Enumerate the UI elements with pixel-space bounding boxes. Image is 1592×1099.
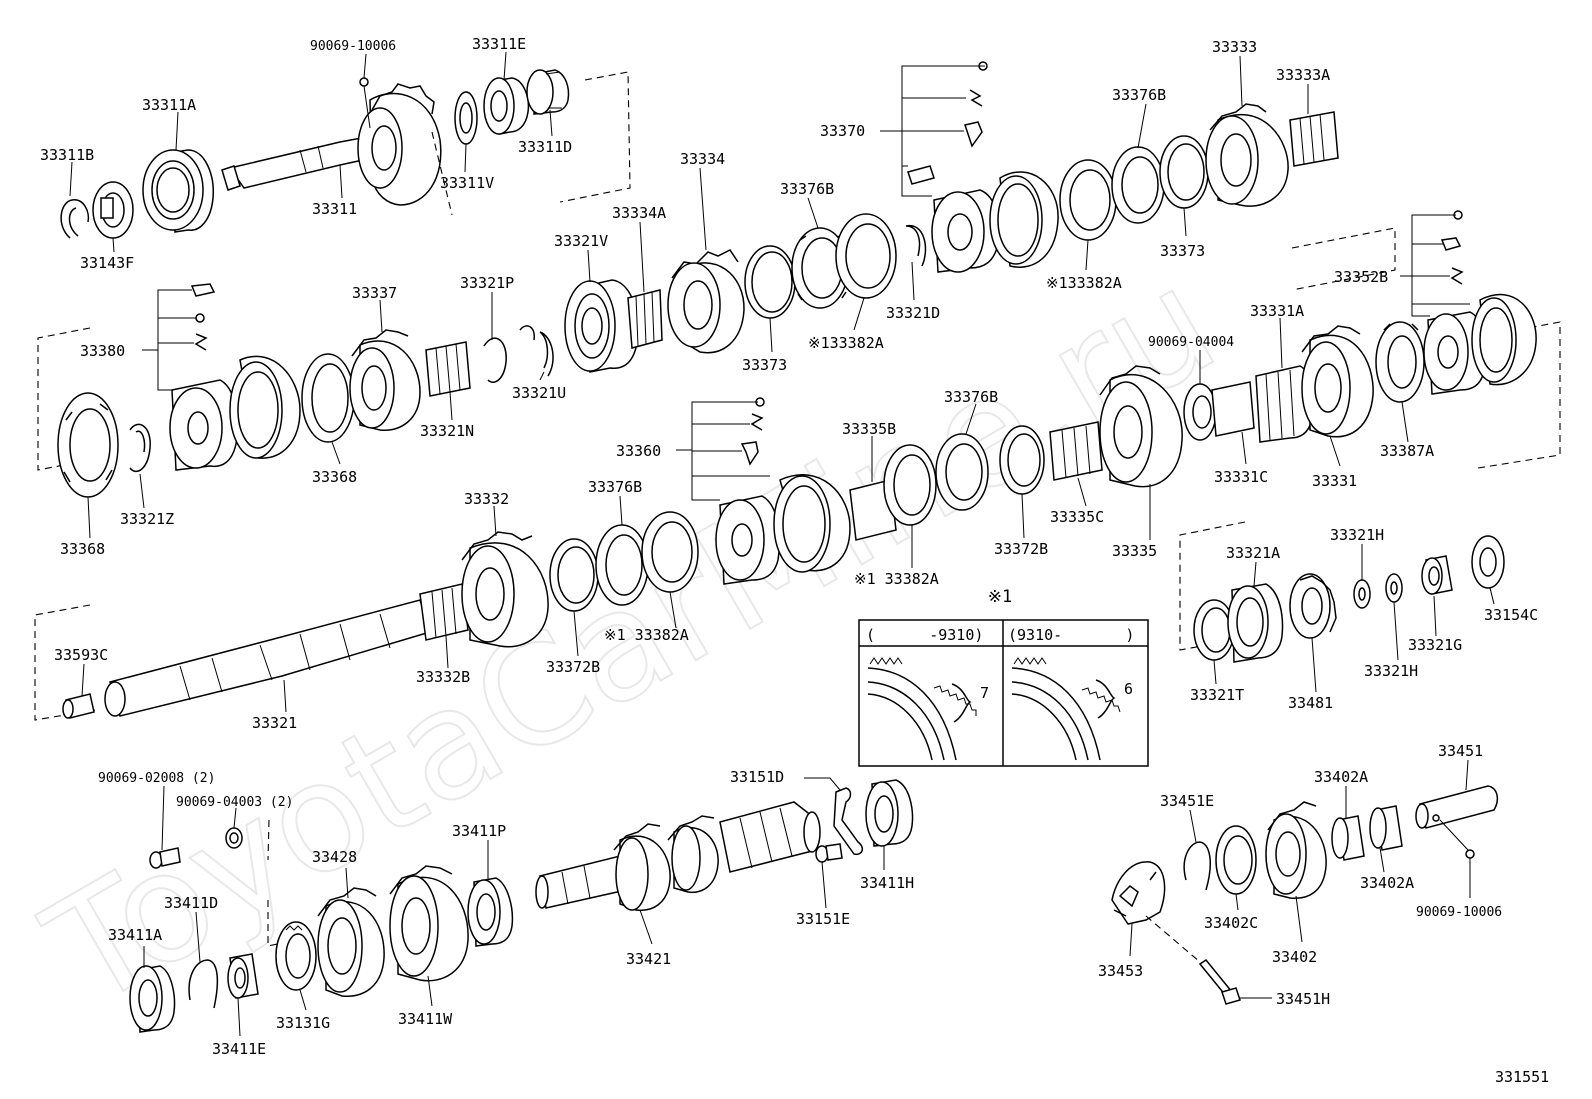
label-33376B-upper: 33376B	[780, 180, 834, 198]
label-33451H: 33451H	[1276, 990, 1330, 1008]
label-33376B-middle-right: 33376B	[944, 388, 998, 406]
label-33331A: 33331A	[1250, 302, 1304, 320]
label-33332B: 33332B	[416, 668, 470, 686]
label-33332: 33332	[464, 490, 509, 508]
label-33321H-top: 33321H	[1330, 526, 1384, 544]
label-33593C: 33593C	[54, 646, 108, 664]
dashed-group-boxes	[34, 71, 1561, 947]
main-shaft-group	[62, 531, 549, 719]
label-33373-upper: 33373	[742, 356, 787, 374]
label-33376B-upper-right: 33376B	[1112, 86, 1166, 104]
label-33321V: 33321V	[554, 232, 608, 250]
label-33382A-upper-right: ※133382A	[1046, 274, 1122, 292]
label-33311A: 33311A	[142, 96, 196, 114]
label-33451E: 33451E	[1160, 792, 1214, 810]
label-33321A: 33321A	[1226, 544, 1280, 562]
label-33382A-upper: ※133382A	[808, 334, 884, 352]
label-33373-upper-right: 33373	[1160, 242, 1205, 260]
label-33352B: 33352B	[1334, 268, 1388, 286]
label-33131G: 33131G	[276, 1014, 330, 1032]
label-33151D: 33151D	[730, 768, 784, 786]
leader-lines	[69, 51, 1495, 1037]
inset-col1-header: ( -9310)	[866, 626, 983, 644]
label-33331: 33331	[1312, 472, 1357, 490]
inset-mark: ※1	[988, 587, 1012, 607]
label-33321U: 33321U	[512, 384, 566, 402]
label-33311D: 33311D	[518, 138, 572, 156]
label-33360: 33360	[616, 442, 661, 460]
diagram-id: 331551	[1495, 1068, 1549, 1086]
label-33335B: 33335B	[842, 420, 896, 438]
label-33321N: 33321N	[420, 422, 474, 440]
label-90069-04003: 90069-04003 (2)	[176, 795, 293, 810]
label-33333: 33333	[1212, 38, 1257, 56]
label-33151E: 33151E	[796, 910, 850, 928]
label-33370: 33370	[820, 122, 865, 140]
label-33382A-middle: ※1 33382A	[854, 570, 939, 588]
label-33402C: 33402C	[1204, 914, 1258, 932]
label-33411A: 33411A	[108, 926, 162, 944]
output-bearing-group	[1193, 535, 1505, 663]
inset-col2-count: 6	[1124, 680, 1133, 698]
part-labels: 90069-10006 33311E 33311A 33311B 33311D …	[40, 35, 1549, 1086]
label-33321D: 33321D	[886, 304, 940, 322]
label-90069-04004: 90069-04004	[1148, 335, 1234, 350]
label-33321: 33321	[252, 714, 297, 732]
label-33411W: 33411W	[398, 1010, 453, 1028]
label-33143F: 33143F	[80, 254, 134, 272]
label-33382A-lower: ※1 33382A	[604, 626, 689, 644]
label-33321H-bottom: 33321H	[1364, 662, 1418, 680]
label-33334: 33334	[680, 150, 725, 168]
label-33428: 33428	[312, 848, 357, 866]
label-33421: 33421	[626, 950, 671, 968]
label-33321Z: 33321Z	[120, 510, 174, 528]
label-33402: 33402	[1272, 948, 1317, 966]
label-33311V: 33311V	[440, 174, 494, 192]
counter-shaft-group	[129, 779, 914, 1033]
label-90069-10006-top: 90069-10006	[310, 39, 396, 54]
label-33453: 33453	[1098, 962, 1143, 980]
reverse-idler-group	[1111, 785, 1499, 1005]
input-shaft-group	[60, 69, 570, 239]
label-33372B-right: 33372B	[994, 540, 1048, 558]
center-synchro-group	[549, 365, 1183, 612]
label-33311E: 33311E	[472, 35, 526, 53]
label-33311B: 33311B	[40, 146, 94, 164]
label-33335: 33335	[1112, 542, 1157, 560]
label-33387A: 33387A	[1380, 442, 1434, 460]
label-33380: 33380	[80, 342, 125, 360]
upper-synchro-group	[564, 61, 1339, 373]
label-33402A-top: 33402A	[1314, 768, 1368, 786]
synchro-ring-inset: ※1 ( -9310) (9310- ) 7 6	[858, 587, 1149, 767]
label-33331C: 33331C	[1214, 468, 1268, 486]
label-33334A: 33334A	[612, 204, 666, 222]
label-90069-10006-bottom: 90069-10006	[1416, 905, 1502, 920]
label-33411E: 33411E	[212, 1040, 266, 1058]
label-33335C: 33335C	[1050, 508, 1104, 526]
inset-col2-header: (9310- )	[1008, 626, 1134, 644]
label-33368-middle: 33368	[312, 468, 357, 486]
label-33321G: 33321G	[1408, 636, 1462, 654]
inset-col1-count: 7	[980, 684, 989, 702]
label-33154C: 33154C	[1484, 606, 1538, 624]
label-33372B-left: 33372B	[546, 658, 600, 676]
label-33411P: 33411P	[452, 822, 506, 840]
label-33376B-middle: 33376B	[588, 478, 642, 496]
label-33311: 33311	[312, 200, 357, 218]
label-33321T: 33321T	[1190, 686, 1244, 704]
label-33368-left: 33368	[60, 540, 105, 558]
middle-right-group	[1183, 210, 1537, 443]
label-90069-02008: 90069-02008 (2)	[98, 771, 215, 786]
label-33337: 33337	[352, 284, 397, 302]
middle-left-group	[57, 283, 554, 498]
label-33451: 33451	[1438, 742, 1483, 760]
label-33481: 33481	[1288, 694, 1333, 712]
label-33411H: 33411H	[860, 874, 914, 892]
label-33321P: 33321P	[460, 274, 514, 292]
label-33333A: 33333A	[1276, 66, 1330, 84]
label-33402A-bottom: 33402A	[1360, 874, 1414, 892]
label-33411D: 33411D	[164, 894, 218, 912]
